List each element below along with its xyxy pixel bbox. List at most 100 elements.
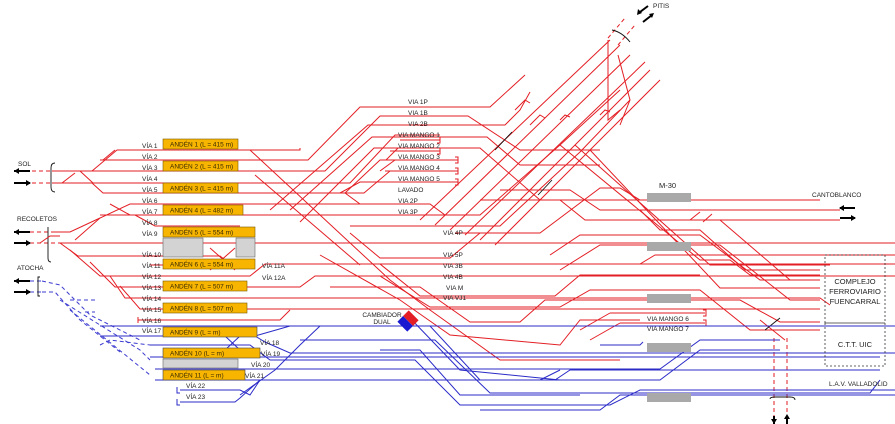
label-via-9: VÍA 9 bbox=[142, 229, 158, 238]
label-cambiador-1: CAMBIADOR bbox=[362, 312, 402, 319]
label-via-5: VÍA 5 bbox=[142, 185, 158, 194]
platform-10: ANDÉN 10 (L = m) bbox=[162, 347, 261, 359]
track-via-1p bbox=[269, 91, 531, 211]
platform-7: ANDÉN 7 (L = 507 m) bbox=[162, 280, 248, 292]
label-atocha: ATOCHA bbox=[17, 265, 44, 272]
track-via-6 bbox=[74, 203, 240, 241]
platform-1: ANDÉN 1 (L = 415 m) bbox=[162, 138, 239, 150]
label-m30: M-30 bbox=[659, 181, 676, 190]
svg-text:ANDÉN 11 (L = m): ANDÉN 11 (L = m) bbox=[170, 371, 224, 380]
south-tunnel-bracket bbox=[769, 396, 796, 401]
label-cantoblanco: CANTOBLANCO bbox=[812, 192, 861, 199]
label-via-2p: VIA 2P bbox=[398, 198, 418, 205]
platform-empty-5a bbox=[162, 237, 204, 258]
m30-block-3 bbox=[647, 294, 691, 303]
platform-9: ANDÉN 9 (L = m) bbox=[162, 326, 258, 338]
track-via-14 bbox=[119, 285, 820, 310]
label-via-mango-7: VIA MANGO 7 bbox=[647, 326, 689, 333]
label-cambiador-2: DUAL bbox=[373, 319, 391, 326]
track-via-15 bbox=[138, 309, 291, 321]
svg-text:ANDÉN 9 (L = m): ANDÉN 9 (L = m) bbox=[170, 328, 221, 337]
m30-block-5 bbox=[647, 393, 691, 402]
label-via-3b: VIA 3B bbox=[443, 263, 463, 270]
label-via-3p: VIA 3P bbox=[398, 209, 418, 216]
south-arrow-down-icon bbox=[771, 416, 777, 424]
platform-empty-10a bbox=[162, 358, 239, 369]
track-lav-valladolid-1 bbox=[300, 359, 895, 406]
label-via-mango-3: VIA MANGO 3 bbox=[398, 154, 440, 161]
label-via-7: VÍA 7 bbox=[142, 207, 158, 216]
svg-text:ANDÉN 4 (L = 482 m): ANDÉN 4 (L = 482 m) bbox=[170, 206, 233, 215]
track-via-m bbox=[379, 263, 700, 297]
label-via-2: VÍA 2 bbox=[142, 152, 158, 161]
platform-6: ANDÉN 6 (L = 554 m) bbox=[162, 258, 256, 270]
track-via-20 bbox=[155, 339, 780, 370]
pitis-track-1 bbox=[607, 17, 626, 39]
atocha-arrow-left-icon bbox=[14, 278, 30, 284]
track-lav-valladolid-2 bbox=[480, 394, 895, 411]
svg-text:ANDÉN 10 (L = m): ANDÉN 10 (L = m) bbox=[170, 349, 224, 358]
svg-text:ANDÉN 6 (L = 554 m): ANDÉN 6 (L = 554 m) bbox=[170, 260, 233, 269]
svg-text:ANDÉN 3 (L = 415 m): ANDÉN 3 (L = 415 m) bbox=[170, 184, 233, 193]
label-via-4: VÍA 4 bbox=[142, 174, 158, 183]
track-via-8 bbox=[134, 214, 240, 227]
label-via-3: VÍA 3 bbox=[142, 163, 158, 172]
track-via-4p bbox=[349, 232, 481, 259]
cambiador-dual-icon bbox=[397, 310, 419, 332]
label-via-mango-4: VIA MANGO 4 bbox=[398, 165, 440, 172]
label-lav-valladolid: L.A.V. VALLADOLID bbox=[829, 381, 888, 388]
svg-text:ANDÉN 8 (L = 507 m): ANDÉN 8 (L = 507 m) bbox=[170, 304, 233, 313]
platform-8: ANDÉN 8 (L = 507 m) bbox=[162, 302, 248, 314]
label-via-6: VÍA 6 bbox=[142, 196, 158, 205]
label-via-22: VÍA 22 bbox=[186, 381, 206, 390]
pitis-arrow-out-icon bbox=[637, 5, 649, 15]
platform-2: ANDÉN 2 (L = 415 m) bbox=[162, 160, 239, 172]
platform-4: ANDÉN 4 (L = 482 m) bbox=[162, 204, 244, 216]
recoletos-arrow-left-icon bbox=[14, 229, 30, 235]
svg-text:ANDÉN 1 (L = 415 m): ANDÉN 1 (L = 415 m) bbox=[170, 140, 233, 149]
direction-arrows bbox=[14, 5, 856, 424]
m30-block-1 bbox=[647, 193, 691, 202]
track-via-3-ext bbox=[240, 115, 600, 172]
label-via-15: VÍA 15 bbox=[142, 305, 162, 314]
label-recoletos: RECOLETOS bbox=[17, 216, 58, 223]
svg-text:ANDÉN 2 (L = 415 m): ANDÉN 2 (L = 415 m) bbox=[170, 162, 233, 171]
label-complejo-3: FUENCARRAL bbox=[830, 297, 881, 306]
track-via-vj1 bbox=[379, 275, 820, 331]
track-via-2b bbox=[299, 147, 820, 223]
track-via-4-ext bbox=[240, 134, 440, 184]
south-arrow-up-icon bbox=[784, 414, 790, 424]
label-via-12a: VÍA 12A bbox=[262, 273, 286, 282]
platform-empty-5b bbox=[235, 237, 256, 258]
label-via-19: VÍA 19 bbox=[261, 349, 281, 358]
label-via-mango-5: VIA MANGO 5 bbox=[398, 176, 440, 183]
track-cantoblanco-1 bbox=[500, 189, 840, 211]
label-via-4b: VIA 4B bbox=[443, 274, 463, 281]
m30-block-4 bbox=[647, 343, 691, 352]
label-via-14: VÍA 14 bbox=[142, 294, 162, 303]
label-via-vj1: VIA VJ1 bbox=[443, 295, 467, 302]
atocha-tunnel-bracket bbox=[37, 276, 40, 297]
label-via-1p: VIA 1P bbox=[408, 99, 428, 106]
label-via-11: VÍA 11 bbox=[142, 261, 161, 270]
pitis-arrow-in-icon bbox=[642, 13, 654, 23]
label-via-21: VÍA 21 bbox=[245, 371, 265, 380]
track-via-23 bbox=[180, 379, 261, 403]
label-pitis: PITIS bbox=[653, 3, 670, 10]
track-via-3p bbox=[350, 99, 631, 227]
svg-text:ANDÉN 7 (L = 507 m): ANDÉN 7 (L = 507 m) bbox=[170, 282, 233, 291]
m30-block-2 bbox=[647, 242, 691, 251]
label-via-1: VÍA 1 bbox=[142, 141, 158, 150]
label-via-5p: VIA 5P bbox=[443, 252, 463, 259]
recoletos-arrow-right-icon bbox=[14, 240, 31, 246]
track-via-21 bbox=[155, 349, 780, 381]
label-via-mango-6: VIA MANGO 6 bbox=[647, 316, 689, 323]
track-via-2-ext bbox=[240, 74, 526, 161]
sol-arrow-right-icon bbox=[14, 180, 31, 186]
label-via-m: VIA M bbox=[446, 285, 463, 292]
platform-3: ANDÉN 3 (L = 415 m) bbox=[162, 182, 239, 194]
label-via-23: VÍA 23 bbox=[186, 392, 206, 401]
label-via-13: VÍA 13 bbox=[142, 283, 162, 292]
labels: SOL RECOLETOS ATOCHA PITIS CANTOBLANCO L… bbox=[17, 3, 888, 401]
